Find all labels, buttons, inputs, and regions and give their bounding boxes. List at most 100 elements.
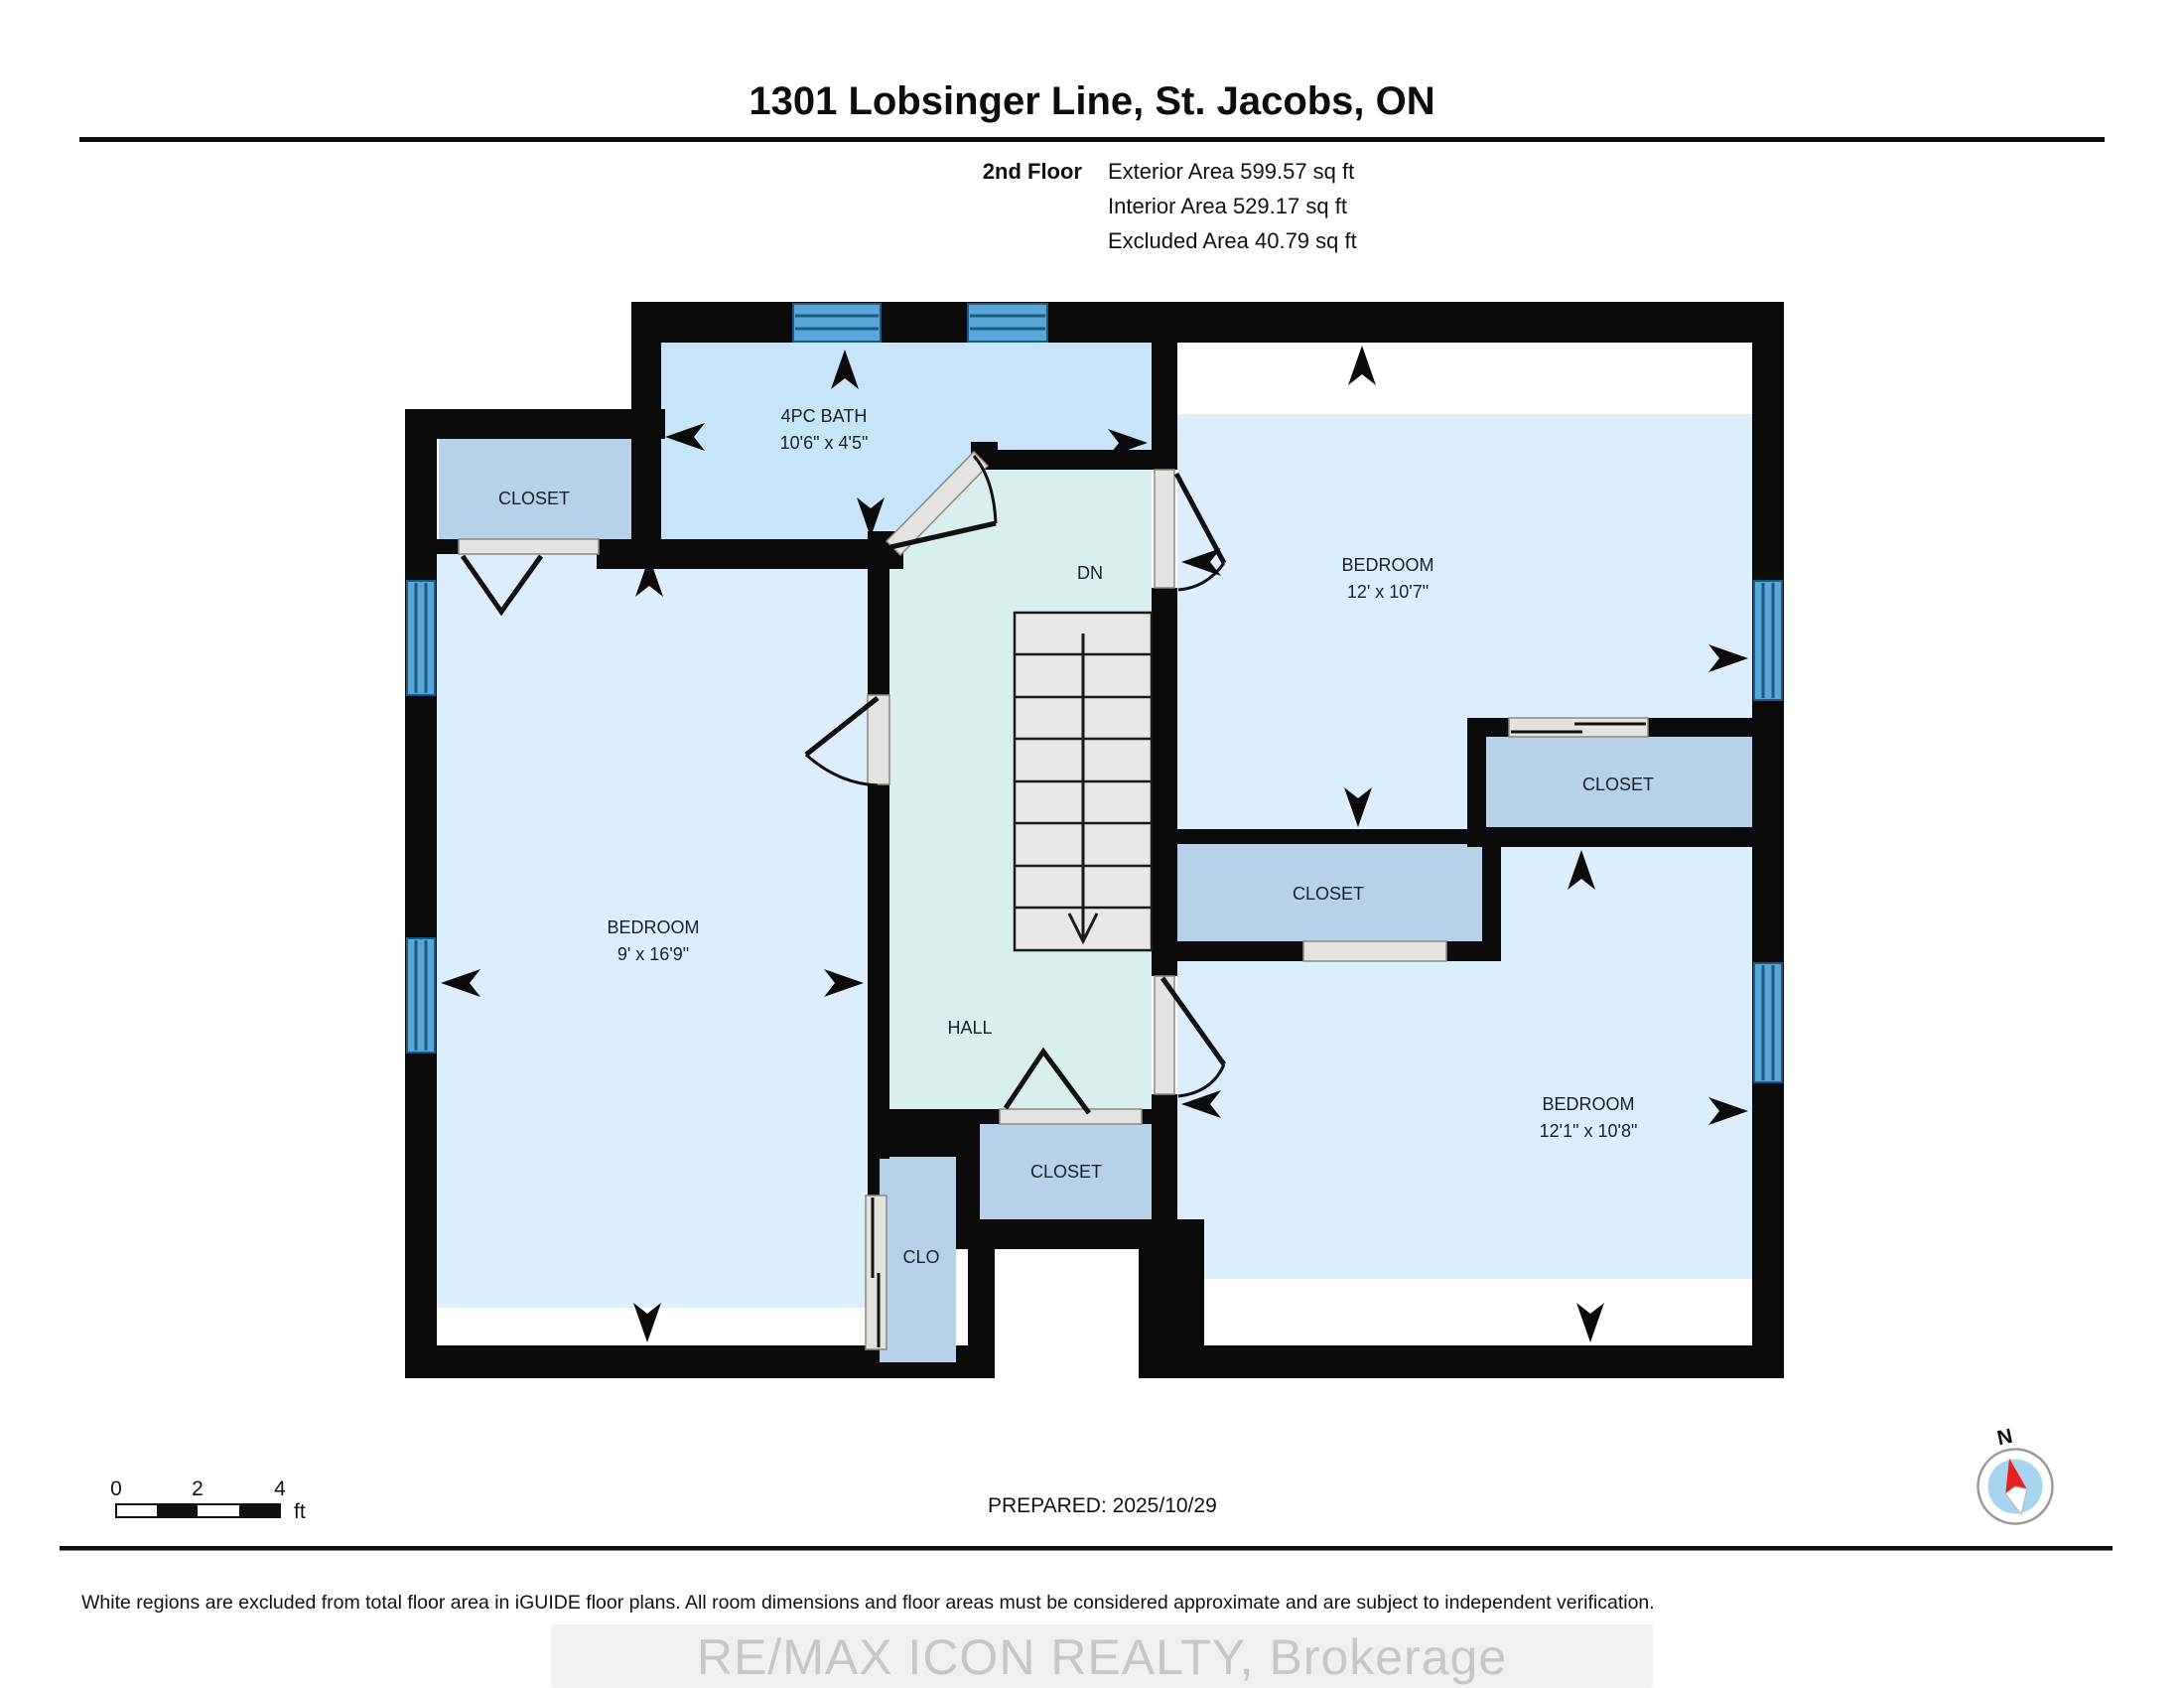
floor-label: 2nd Floor [983, 159, 1083, 184]
scale-bar: 0 2 4 ft [110, 1477, 306, 1523]
wall-segment [980, 1109, 1000, 1124]
room-labels: 4PC BATH 10'6" x 4'5" CLOSET BEDROOM 9' … [498, 406, 1654, 1267]
scale-unit: ft [294, 1500, 306, 1523]
room-dims-bedroom-bottom-right: 12'1" x 10'8" [1540, 1121, 1638, 1141]
room-label-closet-clo: CLO [902, 1247, 939, 1267]
doors [458, 450, 1649, 1350]
wall-segment [1446, 941, 1501, 961]
window [1753, 962, 1783, 1083]
wall-segment [968, 1249, 995, 1378]
arrow-left-icon [1181, 1090, 1221, 1118]
windows [406, 303, 1783, 1083]
scale-tick-2: 2 [192, 1477, 204, 1500]
measure-arrows [441, 346, 1748, 1342]
wall-segment [1152, 941, 1303, 961]
door-closet-middle-opening [1302, 940, 1447, 962]
room-label-closet-bottom: CLOSET [1030, 1162, 1102, 1182]
room-fill-bedroom-top-right [1177, 414, 1752, 829]
compass-needle-north [2005, 1458, 2027, 1494]
arrow-up-icon [1568, 850, 1595, 890]
room-dims-bedroom-top-right: 12' x 10'7" [1347, 582, 1429, 602]
compass-icon: N [1977, 1425, 2054, 1525]
door-bedroom-top-right [1154, 469, 1227, 592]
scale-bar-segment [239, 1504, 280, 1517]
window [406, 580, 436, 696]
room-label-closet-top-left: CLOSET [498, 489, 570, 508]
room-fill-bath [661, 343, 1152, 541]
wall-segment [597, 539, 895, 569]
wall-segment [978, 450, 1152, 470]
footer-divider [60, 1546, 2113, 1551]
wall-segment [868, 1157, 880, 1196]
room-dims-bedroom-left: 9' x 16'9" [617, 944, 689, 964]
window [1753, 580, 1783, 701]
scale-tick-0: 0 [110, 1477, 122, 1500]
wall-segment [868, 1349, 880, 1362]
arrow-down-icon [633, 1303, 661, 1342]
room-fill-closet-bottom [980, 1124, 1152, 1219]
arrow-down-icon [1344, 787, 1372, 827]
exterior-area: Exterior Area 599.57 sq ft [1108, 159, 1354, 184]
wall-segment [437, 539, 459, 554]
wall-segment [1482, 844, 1501, 961]
arrow-right-icon [1108, 429, 1148, 457]
footer: 0 2 4 ft PREPARED: 2025/10/29 N White re… [60, 1425, 2113, 1688]
wall-segment [1168, 829, 1467, 844]
wall-segment [956, 1219, 1204, 1249]
wall-segment [868, 542, 889, 695]
header-divider [79, 137, 2105, 142]
prepared-date: PREPARED: 2025/10/29 [988, 1494, 1217, 1517]
interior-area: Interior Area 529.17 sq ft [1108, 194, 1347, 218]
watermark-text: RE/MAX ICON REALTY, Brokerage [697, 1629, 1507, 1685]
room-fill-closet-middle [1177, 844, 1482, 941]
page-title: 1301 Lobsinger Line, St. Jacobs, ON [749, 79, 1434, 123]
disclaimer-text: White regions are excluded from total fl… [81, 1592, 1655, 1614]
stairs [1013, 611, 1154, 952]
header: 1301 Lobsinger Line, St. Jacobs, ON 2nd … [79, 79, 2105, 253]
wall-segment [1467, 827, 1752, 847]
compass-needle-south [2004, 1485, 2028, 1516]
door-bedroom-bottom-right [1154, 975, 1227, 1098]
wall-segment [1467, 718, 1486, 844]
arrow-right-icon [824, 969, 864, 997]
scale-tick-4: 4 [274, 1477, 286, 1500]
room-fill-closet-clo [880, 1157, 956, 1362]
door-bedroom-left [804, 694, 890, 787]
arrow-down-icon [1576, 1303, 1604, 1342]
window [792, 303, 882, 343]
wall-segment [405, 1345, 880, 1378]
room-label-closet-right: CLOSET [1582, 774, 1654, 794]
room-fills [437, 343, 1752, 1362]
arrow-left-icon [1181, 548, 1221, 576]
room-label-bedroom-bottom-right: BEDROOM [1542, 1094, 1634, 1114]
arrow-down-icon [857, 497, 885, 537]
wall-segment [880, 1362, 956, 1378]
window [967, 303, 1048, 343]
room-dims-bath: 10'6" x 4'5" [780, 433, 869, 453]
watermark-band [551, 1624, 1653, 1688]
wall-segment [405, 409, 437, 1378]
door-bath [885, 450, 998, 557]
window [406, 937, 436, 1054]
room-label-hall: HALL [947, 1018, 992, 1038]
stairs-down-arrow-icon [1067, 913, 1099, 945]
stairs-dn-label: DN [1077, 563, 1103, 583]
arrow-right-icon [1708, 1097, 1748, 1125]
wall-segment [1648, 718, 1752, 737]
arrow-left-icon [441, 969, 480, 997]
wall-segment [1152, 302, 1177, 470]
excluded-area: Excluded Area 40.79 sq ft [1108, 228, 1357, 253]
wall-segment [868, 784, 889, 1159]
room-fill-closet-top-left [439, 439, 631, 539]
room-label-bedroom-left: BEDROOM [607, 917, 699, 937]
compass-north-label: N [1995, 1425, 2015, 1451]
room-label-bedroom-top-right: BEDROOM [1341, 555, 1433, 575]
door-closet-clo-slider [865, 1195, 887, 1350]
wall-segment [1467, 718, 1509, 737]
arrow-right-icon [1708, 644, 1748, 672]
wall-segment [1142, 1109, 1152, 1124]
room-fill-bedroom-left [437, 554, 868, 1308]
arrow-left-icon [665, 423, 705, 451]
